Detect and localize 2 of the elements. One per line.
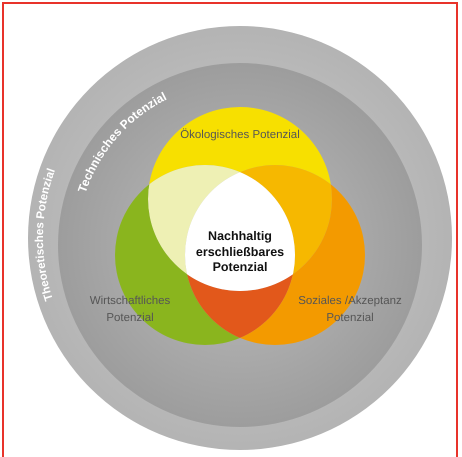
circle-label: Nachhaltig erschließbares Potenzial: [194, 229, 286, 276]
circle-label: Ökologisches Potenzial: [180, 127, 300, 143]
